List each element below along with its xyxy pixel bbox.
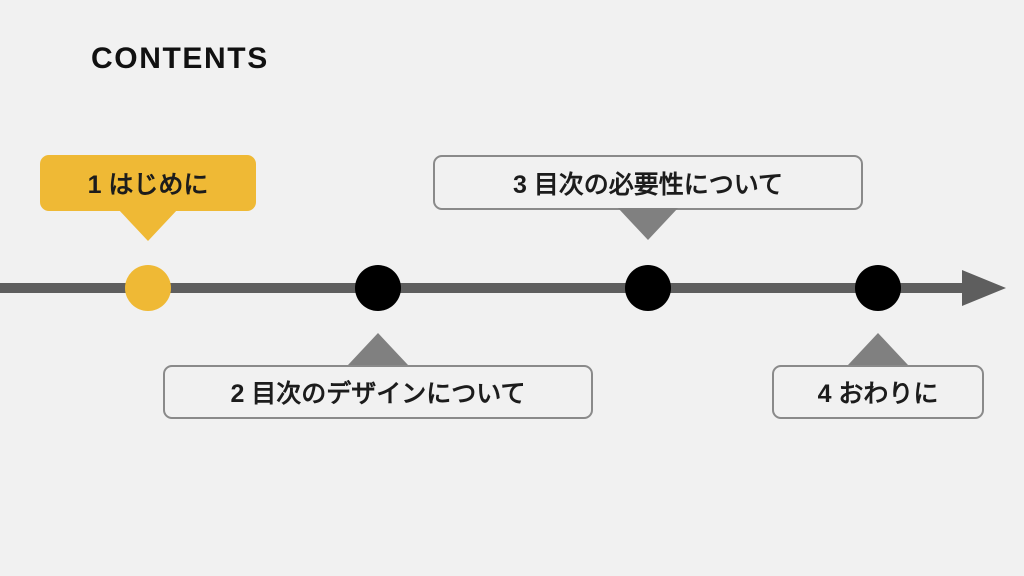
callout-pointer-up-2 bbox=[348, 333, 408, 365]
timeline-callout-label-2: 2 目次のデザインについて bbox=[230, 380, 526, 408]
timeline-dot-2[interactable] bbox=[355, 265, 401, 311]
timeline-callout-3[interactable]: 3 目次の必要性について bbox=[433, 155, 863, 210]
timeline-callout-label-4: 4 おわりに bbox=[817, 380, 939, 408]
timeline-line bbox=[0, 283, 962, 293]
callout-pointer-down-1 bbox=[118, 209, 178, 241]
timeline-callout-label-1: 1 はじめに bbox=[87, 171, 209, 199]
timeline-callout-2[interactable]: 2 目次のデザインについて bbox=[163, 365, 593, 419]
timeline-callout-4[interactable]: 4 おわりに bbox=[772, 365, 984, 419]
timeline-callout-label-3: 3 目次の必要性について bbox=[512, 170, 784, 199]
callout-pointer-down-3 bbox=[618, 208, 678, 240]
right-arrow-icon bbox=[962, 270, 1006, 306]
timeline-axis bbox=[0, 270, 1006, 306]
timeline-dot-4[interactable] bbox=[855, 265, 901, 311]
page-title: CONTENTS bbox=[91, 42, 269, 75]
timeline-dot-1[interactable] bbox=[125, 265, 171, 311]
callout-pointer-up-4 bbox=[848, 333, 908, 365]
timeline-callout-1[interactable]: 1 はじめに bbox=[40, 155, 256, 211]
timeline-dot-3[interactable] bbox=[625, 265, 671, 311]
